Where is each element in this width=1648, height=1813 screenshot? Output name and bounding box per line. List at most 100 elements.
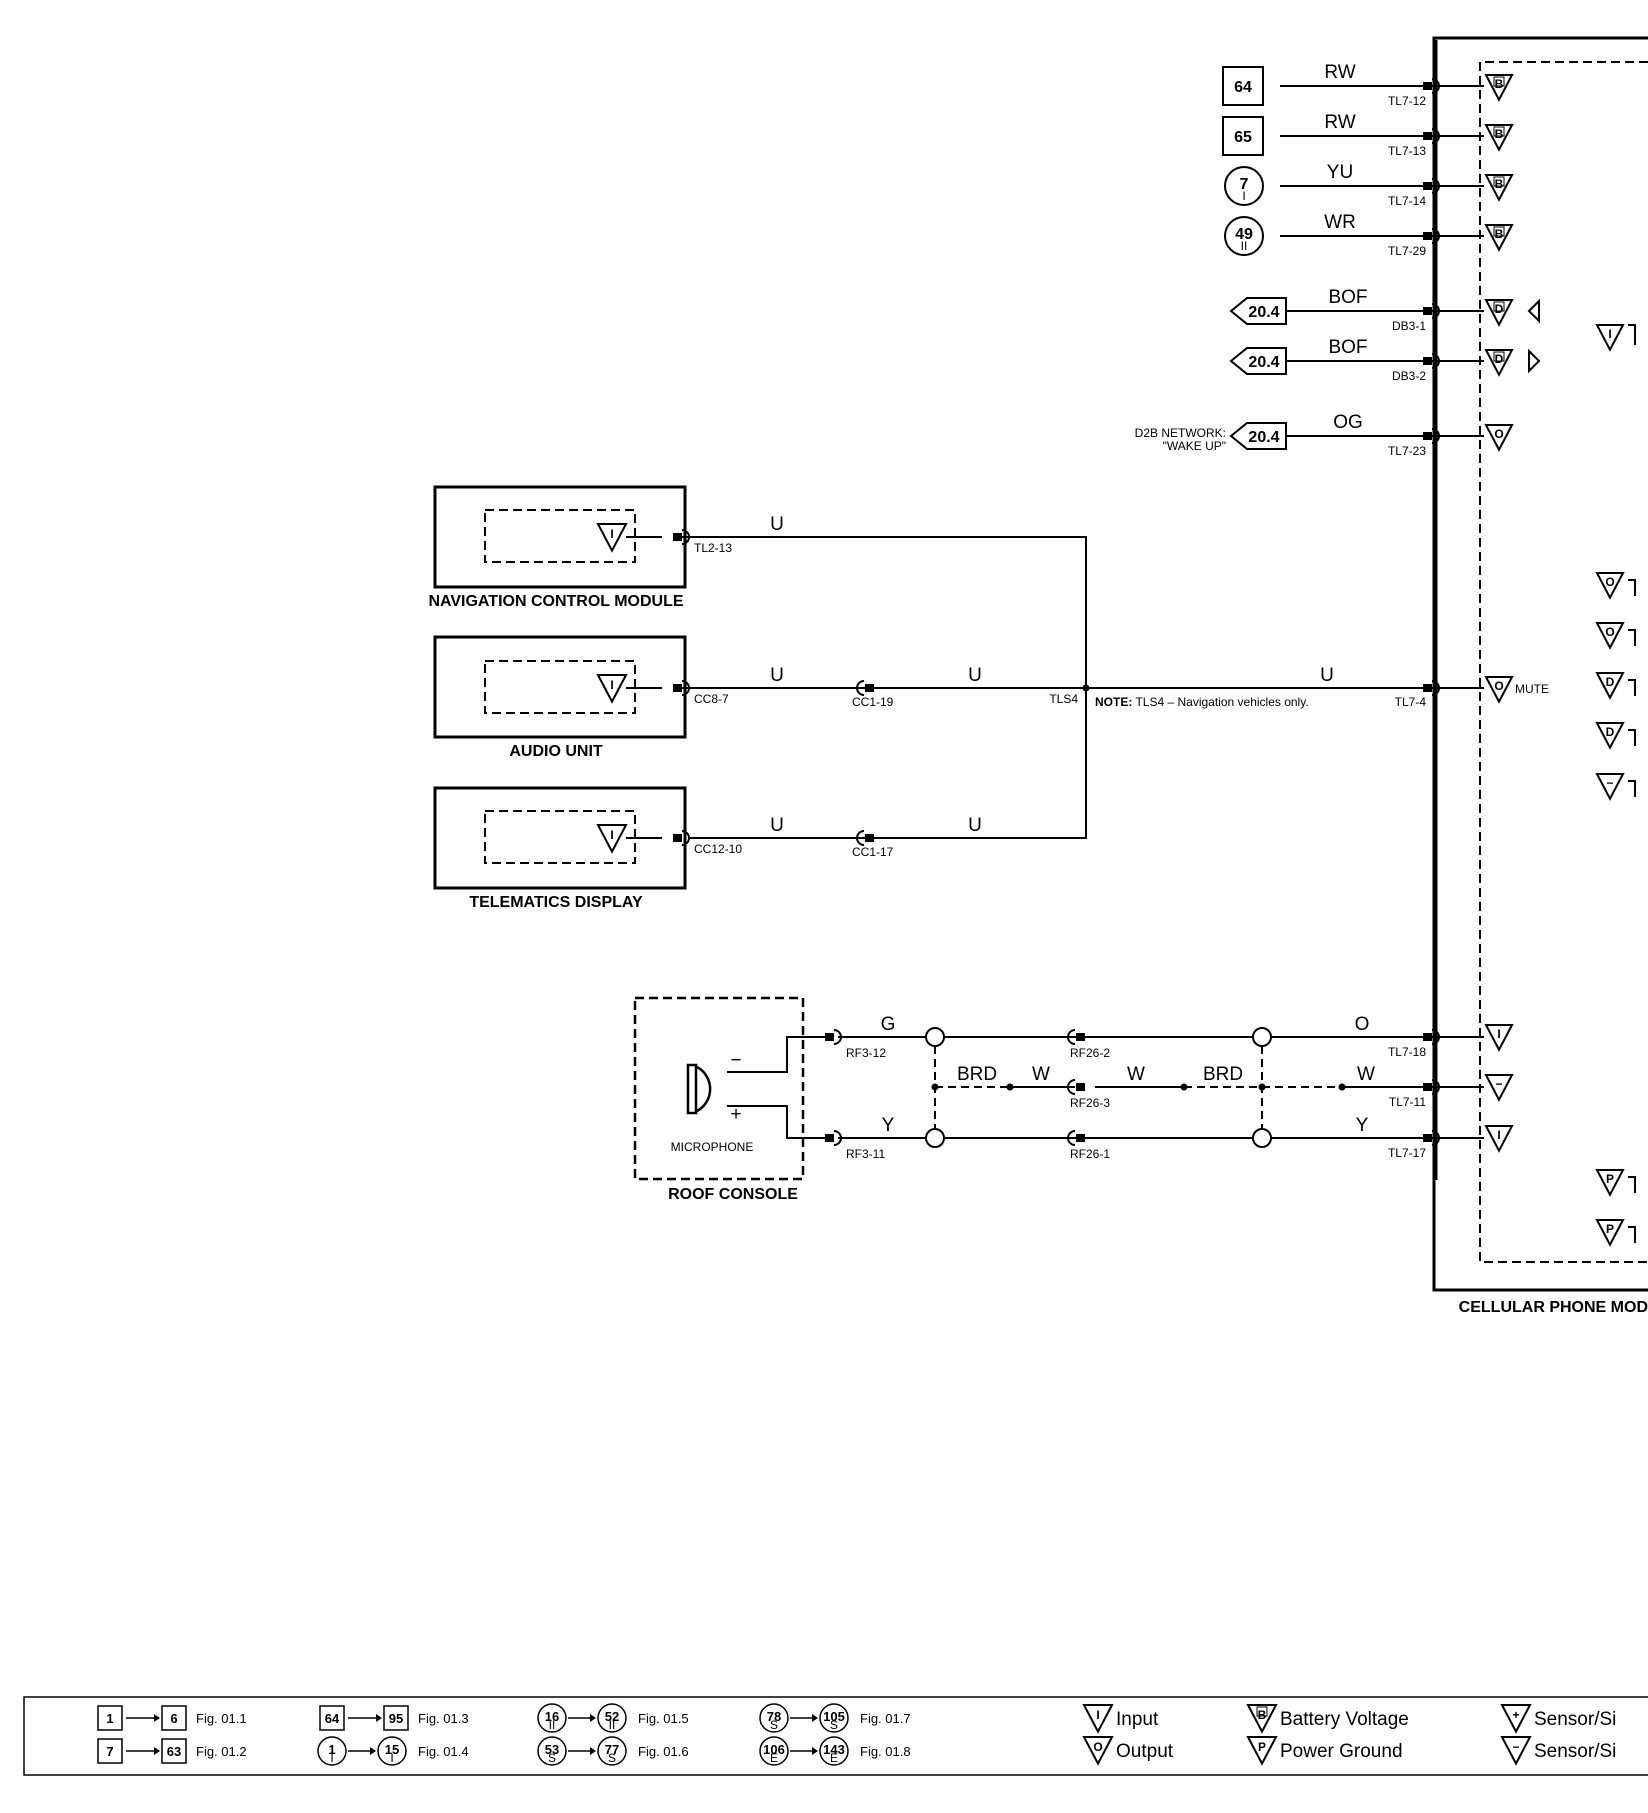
shield-node-4 [1338,1083,1346,1091]
shield-node-0 [931,1083,939,1091]
legend-row-6-to: 105 [823,1709,845,1724]
legend-row-5-from-sub: S [548,1751,556,1765]
bus-line-3-pin-terminal [1423,432,1432,440]
shield-node-1 [1006,1083,1014,1091]
legend-symbol-0-icon-symbol: I [1096,1708,1099,1722]
legend-symbol-3-text: Power Ground [1280,1741,1403,1762]
bus-line-1-pin-socket [1431,303,1440,319]
cc1-17-label: CC1-17 [852,845,894,859]
wire-w-right-label: W [1357,1064,1375,1085]
navigation-input-icon-symbol: I [610,527,613,541]
microphone-wire-neg [727,1036,825,1073]
internal-pin-icon-2 [1595,622,1625,650]
legend-row-3-from: 1 [328,1742,335,1757]
internal-pin-icon-6-symbol: P [1606,1172,1614,1186]
roof-console-title: ROOF CONSOLE [668,1186,798,1203]
legend-symbol-1-text: Output [1116,1741,1174,1762]
legend-row-7-from: 106 [763,1742,785,1757]
feed-wires [1280,85,1484,437]
rf26-3-terminal [1076,1083,1085,1091]
shield-node-3 [1258,1083,1266,1091]
legend-row-4-from-sub: II [549,1718,556,1732]
legend-row-5-to: 77 [605,1742,619,1757]
db3-1-direction-icon [1527,298,1540,324]
internal-pin-icon-0-symbol: I [1608,327,1611,341]
legend-row-0-fig: Fig. 01.1 [196,1711,247,1726]
bus-line-1-pin-terminal [1423,307,1432,315]
legend-row-5-to-sub: S [608,1751,616,1765]
rf26-3-label: RF26-3 [1070,1096,1110,1110]
internal-pin-icon-7 [1595,1219,1625,1247]
legend-row-2-arrow-icon [376,1714,382,1722]
bus-line-1-ref-label: 20.4 [1248,304,1279,321]
bus-line-2-pin-terminal [1423,357,1432,365]
bus-line-2-ref-shape [1229,347,1287,375]
mic-tl7-type-icon-2-symbol: I [1497,1128,1500,1142]
power-feed-7-type-icon [1484,174,1514,202]
rf3-12-pin-terminal [825,1033,834,1041]
legend-row-7-arrow-icon [812,1747,818,1755]
bus-line-1-ref-shape [1229,297,1287,325]
telematics-input-icon-symbol: I [610,828,613,842]
legend-symbol-3-icon [1246,1736,1278,1766]
legend-row-6-arrow-icon [812,1714,818,1722]
legend-symbol-0-text: Input [1116,1709,1159,1730]
legend-row-2-to: 95 [389,1711,403,1726]
legend-row-3-fig: Fig. 01.4 [418,1744,469,1759]
audio-input-icon-symbol: I [610,678,613,692]
bus-line-2-color: BOF [1328,337,1367,358]
cc1-19-terminal [865,684,874,692]
telematics-pin-socket [681,830,690,846]
legend-symbol-4-text: Sensor/Si [1534,1709,1616,1730]
rf26-2-terminal [1076,1033,1085,1041]
rf26-2-label: RF26-2 [1070,1046,1110,1060]
cc1-17-terminal [865,834,874,842]
mic-tl7-type-icon-0-symbol: I [1497,1027,1500,1041]
power-feed-64-type-icon [1484,74,1514,102]
legend-row-2-fig: Fig. 01.3 [418,1711,469,1726]
mic-tl7-pin-2-terminal [1423,1134,1432,1142]
legend-row-4-from-circle [537,1703,567,1733]
telematics-input-icon [596,824,628,854]
legend-symbol-4-icon [1500,1704,1532,1734]
power-feed-7-label: 7 [1240,176,1249,193]
power-feed-7-pin-label: TL7-14 [1388,194,1426,208]
legend-row-5-from: 53 [545,1742,559,1757]
bus-line-1-pin-label: DB3-1 [1392,319,1426,333]
power-feed-49-pin-terminal [1423,232,1432,240]
telematics-display-box [433,786,687,890]
power-feed-7-pin-socket [1431,178,1440,194]
internal-pin-icon-4-symbol: D [1606,725,1615,739]
tl7-4-pin-label: TL7-4 [1395,695,1427,709]
navigation-pin-label: TL2-13 [694,541,732,555]
mute-wire-label-5: U [1320,665,1334,686]
tls4-label: TLS4 [1049,692,1078,706]
wire-o-label: O [1355,1014,1370,1035]
legend-row-5-from-circle [537,1736,567,1766]
power-feed-49-type-icon [1484,224,1514,252]
power-feed-7-pin-terminal [1423,182,1432,190]
internal-pin-icon-2-symbol: O [1605,625,1614,639]
cellular-module-inner-outline [1479,61,1648,1263]
power-feed-7-circle [1224,166,1264,206]
power-feed-64-pin-terminal [1423,82,1432,90]
bus-line-3-pin-label: TL7-23 [1388,444,1426,458]
cc1-17-socket [856,830,865,846]
bus-line-2-ref-label: 20.4 [1248,354,1279,371]
mic-tl7-pin-label-1: TL7-11 [1389,1095,1426,1109]
audio-pin-terminal [673,684,682,692]
legend-symbol-2-icon-inner-box [1256,1706,1268,1717]
legend-row-7-fig: Fig. 01.8 [860,1744,911,1759]
power-feed-65-pin-label: TL7-13 [1388,144,1426,158]
wire-brd-left-label: BRD [957,1064,997,1085]
legend-frame [23,1696,1648,1776]
mic-tl7-type-icon-0 [1484,1024,1514,1052]
mute-wire-label-1: U [770,665,784,686]
tl7-4-pin-socket [1431,680,1440,696]
legend-row-6-fig: Fig. 01.7 [860,1711,911,1726]
mute-wire-label-4: U [968,815,982,836]
mute-label: MUTE [1515,682,1549,696]
bus-line-3-color: OG [1333,412,1363,433]
legend-row-2-from: 64 [325,1711,340,1726]
cc1-19-label: CC1-19 [852,695,894,709]
